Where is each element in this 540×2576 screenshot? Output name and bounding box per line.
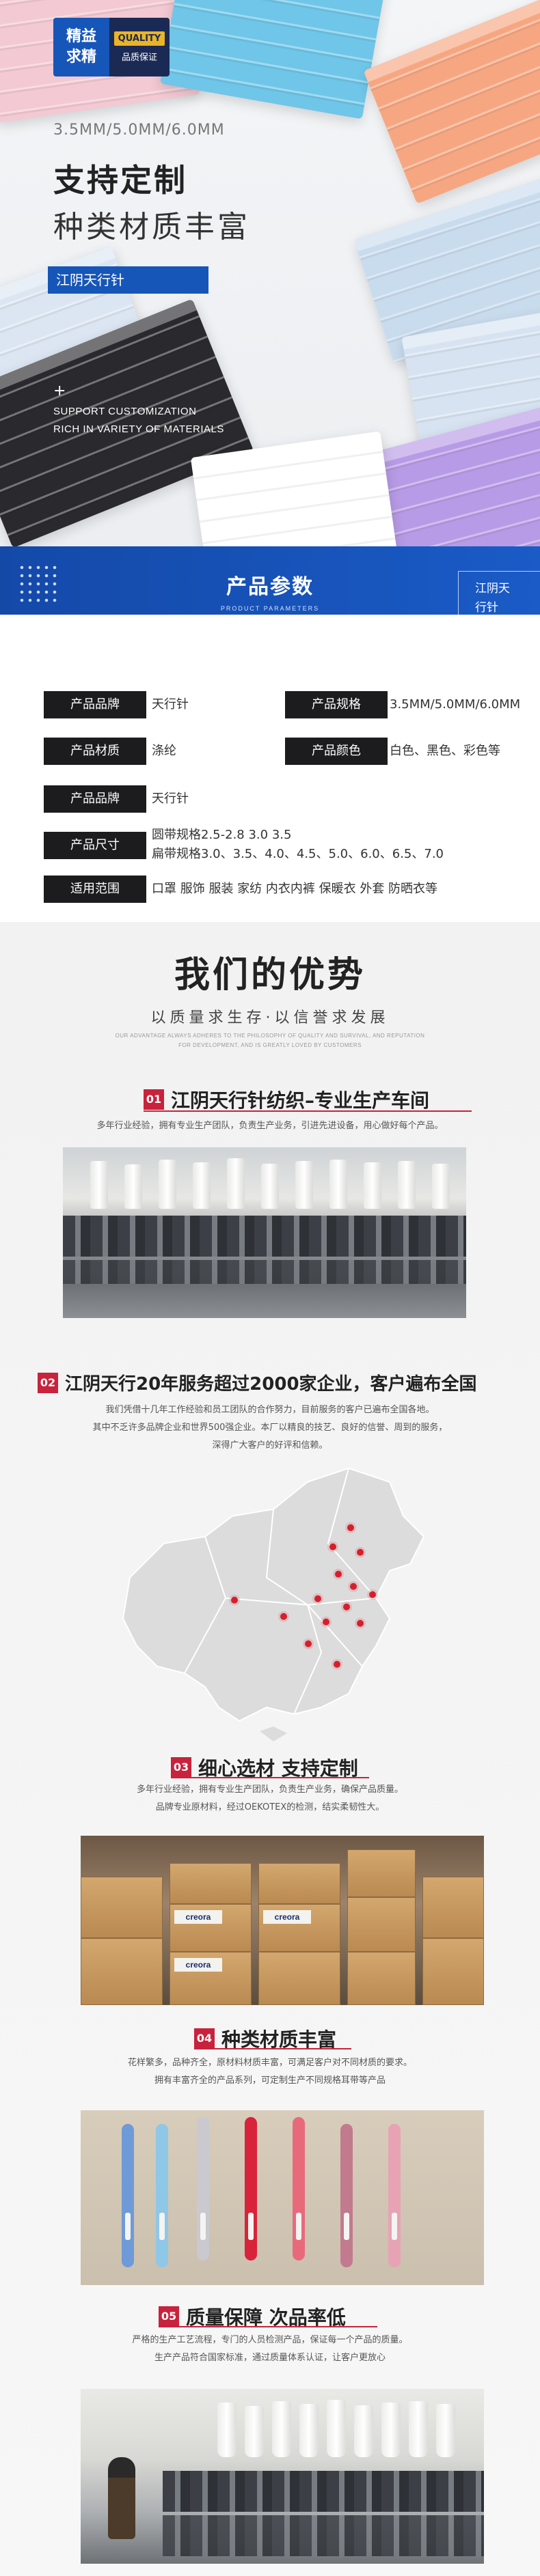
param-value: 天行针 (152, 792, 189, 806)
dot-grid-icon (18, 563, 59, 604)
param-label: 产品品牌 (44, 785, 146, 813)
section-title: 江阴天行20年服务超过2000家企业，客户遍布全国 (65, 1374, 477, 1395)
param-value: 白色、黑色、彩色等 (390, 744, 500, 758)
param-value: 圆带规格2.5-2.8 3.0 3.5 (152, 828, 292, 842)
section-underline (171, 1777, 369, 1778)
param-value: 口罩 服饰 服装 家纺 内衣内裤 保暖衣 外套 防晒衣等 (152, 882, 438, 896)
params-header: 产品参数 PRODUCT PARAMETERS 江阴天行针 (0, 546, 540, 615)
section-number: 01 (144, 1089, 164, 1110)
section-title: 种类材质丰富 (221, 2028, 337, 2051)
hero-en-line2: RICH IN VARIETY OF MATERIALS (53, 423, 224, 435)
plus-icon: + (53, 382, 66, 400)
ear-loop-ropes-photo (81, 2110, 484, 2285)
section-text: 深得广大客户的好评和信赖。 (212, 1440, 328, 1451)
section-text: 多年行业经验，拥有专业生产团队，负责生产业务，确保产品质量。 (136, 1784, 403, 1795)
badge-left-line1: 精益 (66, 28, 96, 45)
section-02-head: 02 江阴天行20年服务超过2000家企业，客户遍布全国 (38, 1370, 477, 1395)
section-text: 严格的生产工艺流程，专门的人员检测产品，保证每一个产品的质量。 (132, 2335, 408, 2345)
factory-workshop-photo (63, 1147, 466, 1318)
corner-frame (458, 571, 540, 615)
advantages-title: 我们的优势 (174, 955, 366, 996)
advantages-en-line2: FOR DEVELOPMENT, AND IS GREATLY LOVED BY… (178, 1042, 362, 1048)
box-label: creora (174, 1910, 222, 1924)
section-number: 05 (159, 2306, 179, 2327)
quality-sub-label: 品质保证 (121, 53, 157, 63)
section-text: 我们凭借十几年工作经验和员工团队的合作努力，目前服务的客户已遍布全国各地。 (105, 1405, 435, 1415)
param-value: 天行针 (152, 697, 189, 712)
param-label: 产品颜色 (285, 738, 388, 765)
section-title: 细心选材 支持定制 (198, 1757, 358, 1780)
warehouse-photo: creora creora creora (81, 1836, 484, 2005)
corner-brand: 江阴天行针 (475, 582, 510, 615)
quality-workshop-photo (81, 2389, 484, 2564)
params-title: 产品参数 (226, 575, 314, 599)
badge-left-line2: 求精 (66, 48, 96, 66)
quality-label: QUALITY (113, 31, 165, 46)
advantages-en-line1: OUR ADVANTAGE ALWAYS ADHERES TO THE PHIL… (115, 1033, 425, 1039)
mask-orange (363, 0, 540, 204)
mask-blue (160, 0, 387, 120)
section-text: 拥有丰富齐全的产品系列，可定制生产不同规格耳带等产品 (154, 2075, 386, 2086)
section-number: 02 (38, 1372, 58, 1393)
section-text: 多年行业经验，拥有专业生产团队，负责生产业务，引进先进设备，用心做好每个产品。 (96, 1121, 444, 1131)
section-text: 生产产品符合国家标准，通过质量体系认证，让客户更放心 (154, 2353, 386, 2363)
section-underline (194, 2048, 351, 2049)
hero-spec: 3.5MM/5.0MM/6.0MM (53, 122, 225, 139)
params-subtitle-en: PRODUCT PARAMETERS (220, 605, 320, 612)
param-label: 适用范围 (44, 876, 146, 903)
badge-left: 精益 求精 (53, 18, 109, 76)
params-table: 产品品牌 天行针 产品规格 3.5MM/5.0MM/6.0MM 产品材质 涤纶 … (0, 615, 540, 922)
section-text: 其中不乏许多品牌企业和世界500强企业。本厂以精良的技艺、良好的信誉、周到的服务… (92, 1423, 448, 1433)
hero-brand-bar: 江阴天行针 (48, 266, 208, 294)
hero-banner: 精益 求精 QUALITY 品质保证 3.5MM/5.0MM/6.0MM 支持定… (0, 0, 540, 546)
quality-badge: 精益 求精 QUALITY 品质保证 (53, 18, 170, 76)
section-01-head: 01 江阴天行针纺织–专业生产车间 (144, 1086, 429, 1113)
hero-title: 支持定制 (53, 162, 187, 199)
section-text: 花样繁多，品种齐全，原材料材质丰富，可满足客户对不同材质的要求。 (127, 2058, 412, 2068)
param-label: 产品材质 (44, 738, 146, 765)
param-value: 涤纶 (152, 744, 176, 758)
worker-figure (108, 2457, 135, 2539)
section-04-head: 04 种类材质丰富 (194, 2025, 336, 2052)
section-title: 质量保障 次品率低 (186, 2306, 346, 2329)
section-number: 04 (194, 2028, 215, 2049)
section-03-head: 03 细心选材 支持定制 (171, 1754, 358, 1781)
hero-subtitle: 种类材质丰富 (53, 210, 250, 244)
advantages-subtitle: 以质量求生存·以信誉求发展 (150, 1009, 390, 1026)
section-text: 品牌专业原材料，经过OEKOTEX的检测，结实柔韧性大。 (155, 1802, 385, 1812)
param-value: 3.5MM/5.0MM/6.0MM (390, 697, 521, 712)
param-label: 产品品牌 (44, 691, 146, 718)
badge-right: QUALITY 品质保证 (109, 18, 170, 76)
section-underline (159, 2326, 377, 2327)
param-label: 产品规格 (285, 691, 388, 718)
param-label: 产品尺寸 (44, 832, 146, 859)
param-value: 扁带规格3.0、3.5、4.0、4.5、5.0、6.0、6.5、7.0 (152, 847, 444, 861)
section-05-head: 05 质量保障 次品率低 (159, 2303, 346, 2330)
box-label: creora (263, 1910, 311, 1924)
hero-en-line1: SUPPORT CUSTOMIZATION (53, 406, 197, 417)
china-map (103, 1461, 437, 1748)
section-title: 江阴天行针纺织–专业生产车间 (171, 1089, 430, 1112)
box-label: creora (174, 1958, 222, 1972)
section-number: 03 (171, 1757, 191, 1778)
china-map-shape (122, 1467, 425, 1741)
section-underline (144, 1110, 472, 1112)
